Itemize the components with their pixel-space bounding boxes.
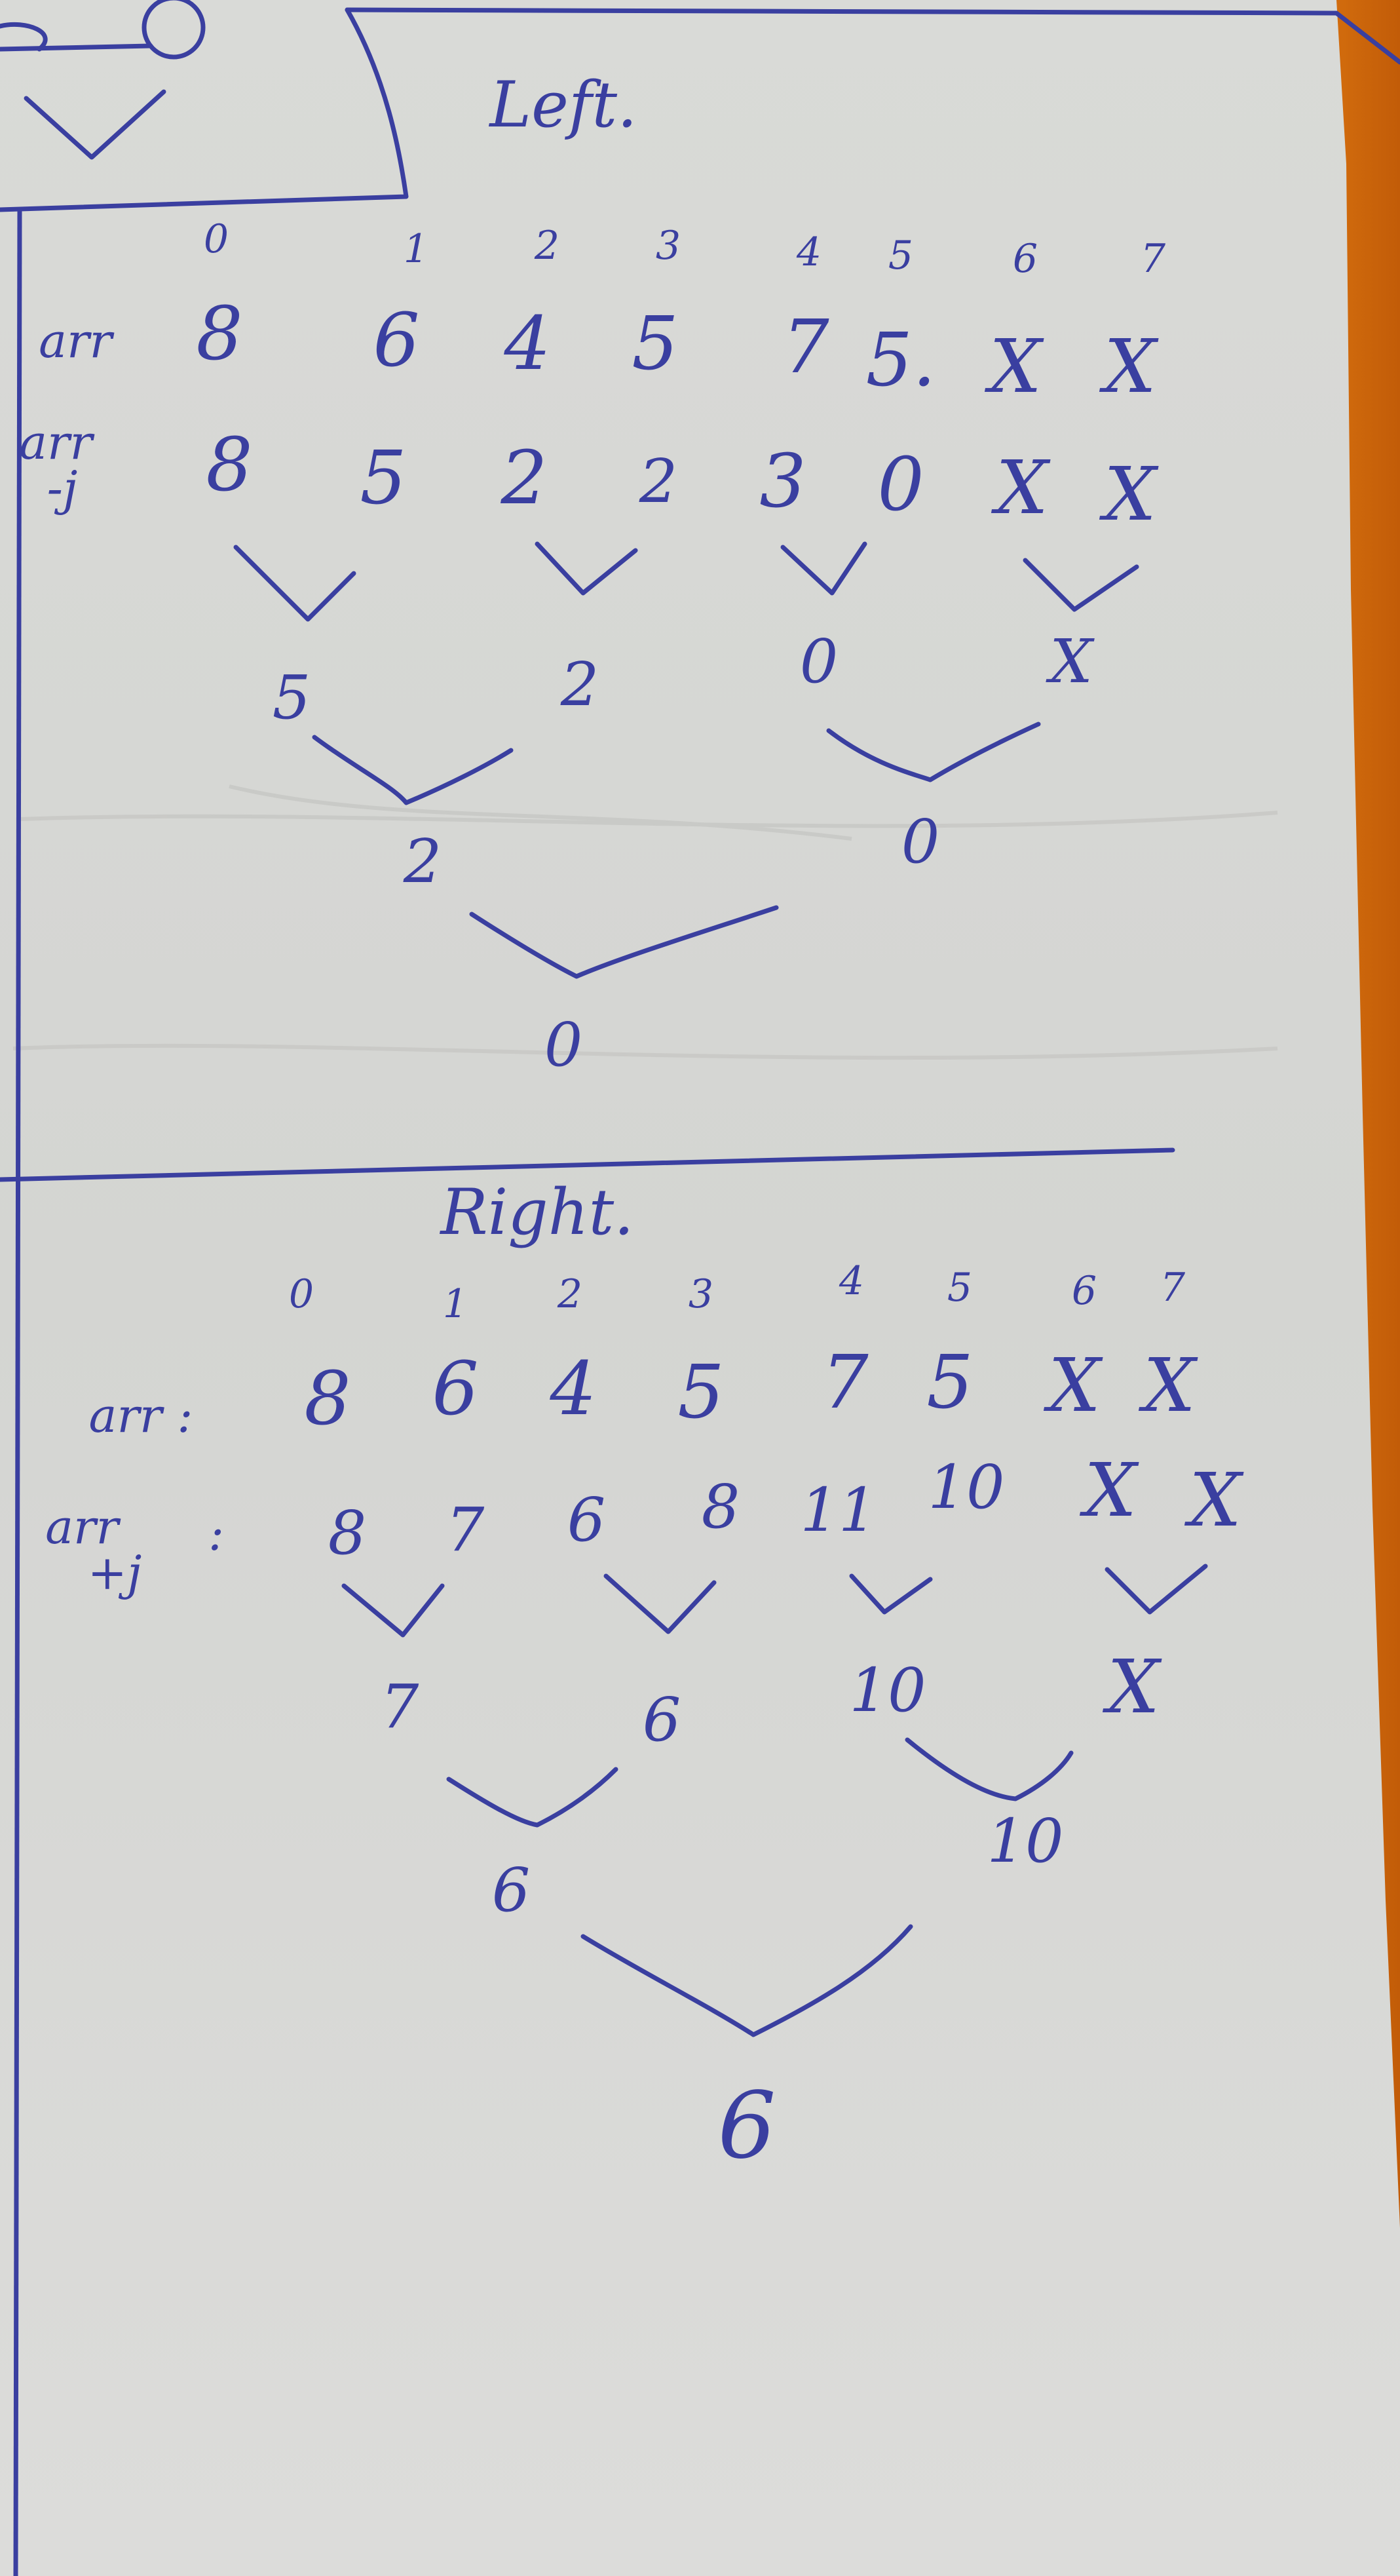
- top-edge-line: [345, 7, 1400, 65]
- right-index-4: 4: [839, 1258, 865, 1304]
- left-arr-j-label-suffix: -j: [47, 461, 78, 516]
- left-arr-value: 7: [782, 305, 829, 390]
- left-index-1: 1: [403, 226, 429, 272]
- right-arr-j-value: 11: [800, 1475, 877, 1545]
- left-tree-node: X: [1050, 626, 1093, 697]
- right-index-0: 0: [288, 1271, 314, 1317]
- corner-top-line: [0, 43, 153, 52]
- right-tree-node: 6: [491, 1855, 531, 1925]
- left-arr-x-mark: X: [989, 324, 1042, 410]
- left-index-5: 5: [888, 233, 914, 279]
- left-tree-node: 5: [272, 663, 311, 733]
- right-arr-x-mark: X: [1048, 1343, 1101, 1429]
- left-arr-j-x-mark: X: [996, 446, 1048, 531]
- right-arr-label: arr :: [88, 1388, 193, 1443]
- right-tree-node: 6: [642, 1685, 681, 1755]
- left-index-3: 3: [655, 223, 681, 269]
- right-index-7: 7: [1160, 1265, 1186, 1311]
- left-arr-value: 5.: [865, 318, 936, 403]
- left-arr-value: 4: [504, 301, 551, 387]
- corner-box-outline: [0, 7, 409, 212]
- section-divider-line: [0, 1147, 1175, 1182]
- left-tree-result: 0: [544, 1010, 583, 1080]
- left-index-0: 0: [203, 216, 229, 262]
- left-title: Left.: [489, 68, 637, 142]
- left-index-6: 6: [1012, 236, 1038, 282]
- right-index-3: 3: [688, 1271, 714, 1317]
- right-tree-node: 10: [987, 1806, 1064, 1876]
- left-arr-value: 5: [632, 301, 679, 387]
- paper-creases: [12, 784, 1278, 1060]
- corner-circle: [142, 0, 206, 60]
- right-arr-x-mark: X: [1143, 1343, 1196, 1429]
- left-arr-label: arr: [39, 313, 112, 368]
- right-arr-value: 5: [677, 1350, 725, 1435]
- corner-arc: [0, 22, 48, 52]
- left-arr-j-value: 2: [639, 446, 678, 516]
- left-arr-value: 8: [196, 292, 243, 377]
- left-arr-j-label: arr: [19, 415, 92, 470]
- left-tree-node: 0: [901, 807, 940, 877]
- left-arr-j-x-mark: X: [1104, 452, 1156, 537]
- left-tree-node: 2: [403, 826, 442, 896]
- left-tree-lines: [233, 541, 1139, 979]
- left-index-4: 4: [796, 229, 822, 275]
- right-arr-value: 6: [432, 1347, 479, 1432]
- right-arr-j-value: 8: [328, 1498, 367, 1568]
- right-arr-j-x-mark: X: [1189, 1458, 1241, 1543]
- right-tree-node: 10: [849, 1655, 926, 1725]
- right-arr-j-colon: :: [208, 1506, 225, 1561]
- right-arr-j-value: 6: [567, 1485, 606, 1555]
- right-arr-j-x-mark: X: [1084, 1448, 1137, 1533]
- right-arr-value: 7: [822, 1340, 869, 1425]
- right-arr-j-label-suffix: +j: [87, 1545, 142, 1600]
- left-arr-j-value: 5: [360, 436, 407, 521]
- left-arr-x-mark: X: [1104, 324, 1156, 410]
- right-tree-node: 7: [380, 1672, 419, 1742]
- right-index-1: 1: [442, 1281, 468, 1327]
- right-arr-j-value: 7: [445, 1495, 485, 1565]
- right-arr-value: 5: [926, 1340, 974, 1425]
- left-arr-j-value: 3: [759, 439, 806, 524]
- left-index-2: 2: [534, 223, 560, 269]
- left-index-7: 7: [1140, 236, 1166, 282]
- left-arr-j-value: 8: [206, 423, 253, 508]
- right-index-2: 2: [557, 1271, 583, 1317]
- right-arr-value: 8: [304, 1356, 351, 1442]
- left-arr-value: 6: [373, 298, 420, 383]
- right-arr-j-value: 8: [701, 1472, 740, 1542]
- right-tree-result: 6: [717, 2073, 776, 2180]
- right-title: Right.: [440, 1176, 634, 1249]
- corner-check-mark: [24, 89, 166, 160]
- left-tree-node: 2: [560, 649, 599, 720]
- right-arr-j-value: 10: [928, 1452, 1005, 1522]
- right-index-6: 6: [1071, 1268, 1097, 1314]
- right-arr-value: 4: [550, 1347, 597, 1432]
- left-margin-line: [13, 207, 22, 2576]
- right-arr-j-label: arr: [45, 1499, 119, 1554]
- right-tree-lines: [341, 1564, 1208, 2037]
- left-arr-j-value: 2: [501, 436, 548, 521]
- left-arr-j-value: 0: [877, 442, 924, 528]
- right-index-5: 5: [947, 1265, 973, 1311]
- left-tree-node: 0: [799, 626, 839, 697]
- right-tree-node: X: [1107, 1645, 1160, 1730]
